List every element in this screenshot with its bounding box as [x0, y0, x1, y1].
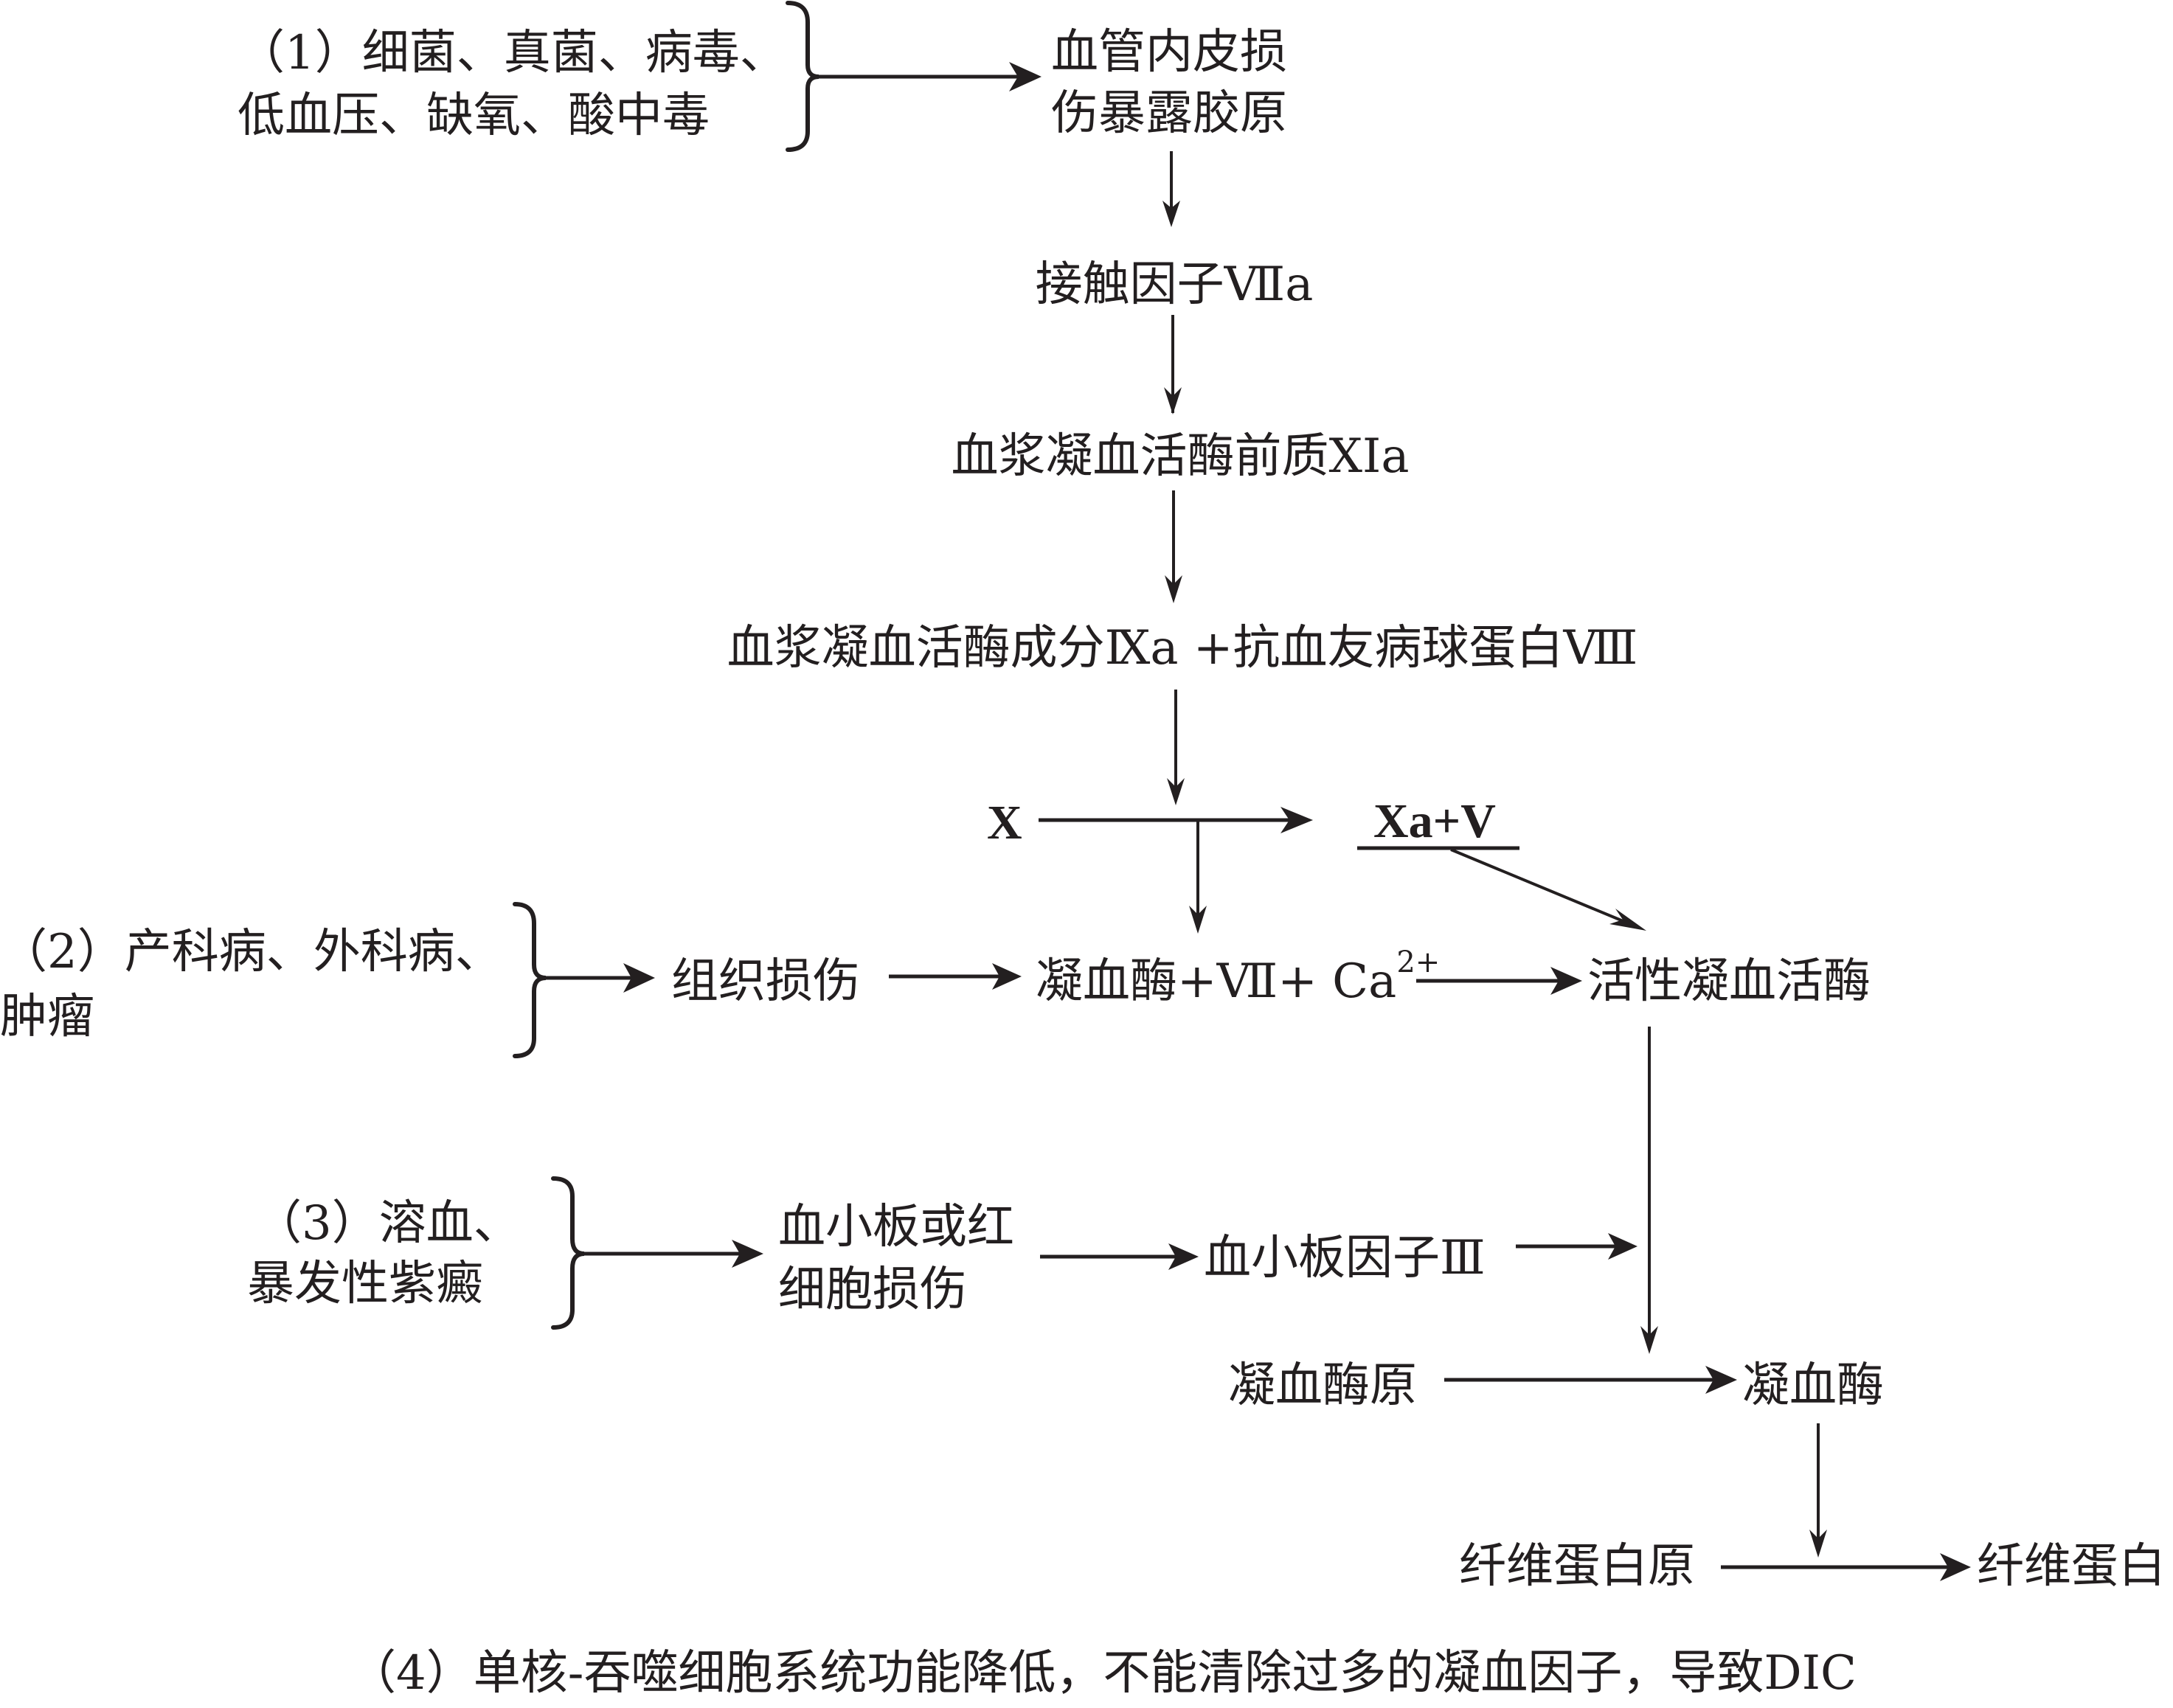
arrow-active-thromboplastin-to-thrombin-conversion — [1640, 1027, 1658, 1354]
arrow-tissue-to-thrombin-complex — [889, 963, 1022, 990]
cause1-line2: 低血压、缺氧、酸中毒 — [238, 88, 710, 143]
cause2-line1: （2）产科病、外科病、 — [0, 925, 502, 979]
calcium-charge-superscript: 2+ — [1396, 945, 1440, 979]
arrow-cause2-to-tissue — [546, 963, 655, 993]
thrombin: 凝血酶 — [1742, 1358, 1884, 1413]
cause1-brace — [786, 1, 819, 152]
thrombin-complex-main: 凝血酶+Ⅶ+ Ca — [1036, 954, 1396, 1009]
endothelial-line2: 伤暴露胶原 — [1051, 86, 1287, 141]
ptc-ahg-node: 血浆凝血活酶成分Ⅸa +抗血友病球蛋白Ⅷ — [727, 621, 1638, 676]
arrow-platelet-rbc-to-platelet-factor — [1040, 1243, 1199, 1270]
contact-factor: 接触因子Ⅶa — [1036, 257, 1314, 312]
arrow-xa-to-active-thromboplastin — [1450, 848, 1646, 931]
fibrin: 纤维蛋白 — [1977, 1539, 2166, 1594]
arrow-cause3-to-platelet-rbc — [584, 1240, 763, 1268]
cause3-line1: （3）溶血、 — [254, 1196, 521, 1251]
arrow-thrombin-to-fibrin-conversion — [1809, 1423, 1827, 1558]
pta-node: 血浆凝血活酶前质XIa — [952, 429, 1410, 484]
cause1-line1: （1）细菌、真菌、病毒、 — [238, 26, 787, 80]
platelet-rbc-line2: 细胞损伤 — [778, 1263, 967, 1317]
platelet-factor: 血小板因子Ⅲ — [1204, 1231, 1486, 1285]
arrow-contact-to-pta — [1164, 315, 1182, 414]
cause4-caption: （4）单核-吞噬细胞系统功能降低，不能清除过多的凝血因子，导致DIC — [349, 1646, 1857, 1701]
fibrinogen: 纤维蛋白原 — [1459, 1539, 1695, 1594]
factor-x: X — [987, 796, 1022, 850]
arrow-platelet-factor-to-cascade — [1516, 1233, 1637, 1260]
platelet-rbc-line1: 血小板或红 — [778, 1200, 1014, 1254]
thrombin-complex-node: 凝血酶+Ⅶ+ Ca2+ — [1036, 945, 1440, 1009]
cause3-line2: 暴发性紫癜 — [247, 1257, 483, 1311]
arrow-x-to-xa — [1039, 807, 1313, 833]
prothrombin: 凝血酶原 — [1228, 1358, 1417, 1413]
arrow-ptc-to-x-junction — [1167, 690, 1185, 805]
arrow-x-junction-to-thrombin-complex — [1189, 820, 1207, 934]
arrow-pta-to-ptc — [1165, 490, 1182, 603]
cause2-line2: 肿瘤 — [0, 990, 94, 1044]
arrow-prothrombin-to-thrombin — [1444, 1366, 1737, 1394]
svg-text:凝血酶+Ⅶ+ Ca2+: 凝血酶+Ⅶ+ Ca2+ — [1036, 945, 1440, 1009]
arrow-fibrinogen-to-fibrin — [1721, 1553, 1971, 1581]
arrow-cause1-to-endothelial — [819, 62, 1042, 91]
cause3-brace — [551, 1176, 585, 1330]
cause2-brace — [513, 902, 547, 1058]
tissue-injury: 组织损伤 — [671, 954, 860, 1009]
arrow-thrombin-complex-to-active-thromboplastin — [1416, 967, 1582, 995]
endothelial-line1: 血管内皮损 — [1051, 25, 1287, 80]
active-thromboplastin: 活性凝血活酶 — [1587, 954, 1871, 1009]
factor-xa-v: Xa+V — [1373, 794, 1496, 848]
arrow-endothelial-to-contact — [1162, 151, 1180, 227]
